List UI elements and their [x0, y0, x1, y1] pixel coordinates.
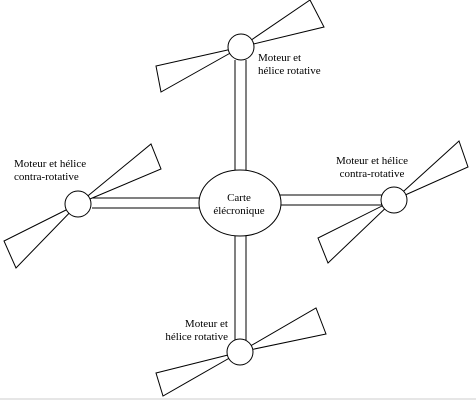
label-motor-top-line1: Moteur et: [258, 52, 302, 64]
arm-bottom: [234, 236, 247, 340]
arm-left: [92, 197, 200, 209]
label-motor-top: Moteur et hélice rotative: [258, 52, 338, 78]
label-motor-left-line2: contra-rotative: [14, 171, 79, 183]
propeller-right: [317, 140, 469, 264]
label-motor-top-line2: hélice rotative: [258, 65, 321, 77]
label-central-board-line1: Carte: [227, 192, 251, 204]
label-motor-bottom-line1: Moteur et: [184, 318, 228, 330]
motor-bottom: [226, 338, 254, 366]
propeller-top: [155, 0, 325, 93]
label-motor-left: Moteur et hélice contra-rotative: [14, 158, 134, 184]
label-motor-right-line1: Moteur et hélice: [335, 155, 409, 167]
motor-right: [380, 186, 408, 214]
label-motor-right-line2: contra-rotative: [339, 168, 405, 180]
label-motor-left-line1: Moteur et hélice: [14, 158, 87, 170]
motor-left: [64, 190, 92, 218]
label-central-board: Carte élécronique: [196, 192, 282, 218]
label-motor-right: Moteur et hélice contra-rotative: [322, 155, 422, 181]
central-board: [198, 169, 282, 237]
label-motor-bottom-line2: hélice rotative: [165, 331, 228, 343]
propeller-left: [3, 143, 162, 269]
label-motor-bottom: Moteur et hélice rotative: [142, 318, 228, 344]
label-central-board-line2: élécronique: [213, 205, 265, 217]
arm-right: [280, 194, 382, 206]
arm-top: [234, 60, 247, 170]
motor-top: [227, 33, 255, 61]
propeller-bottom: [155, 307, 327, 397]
